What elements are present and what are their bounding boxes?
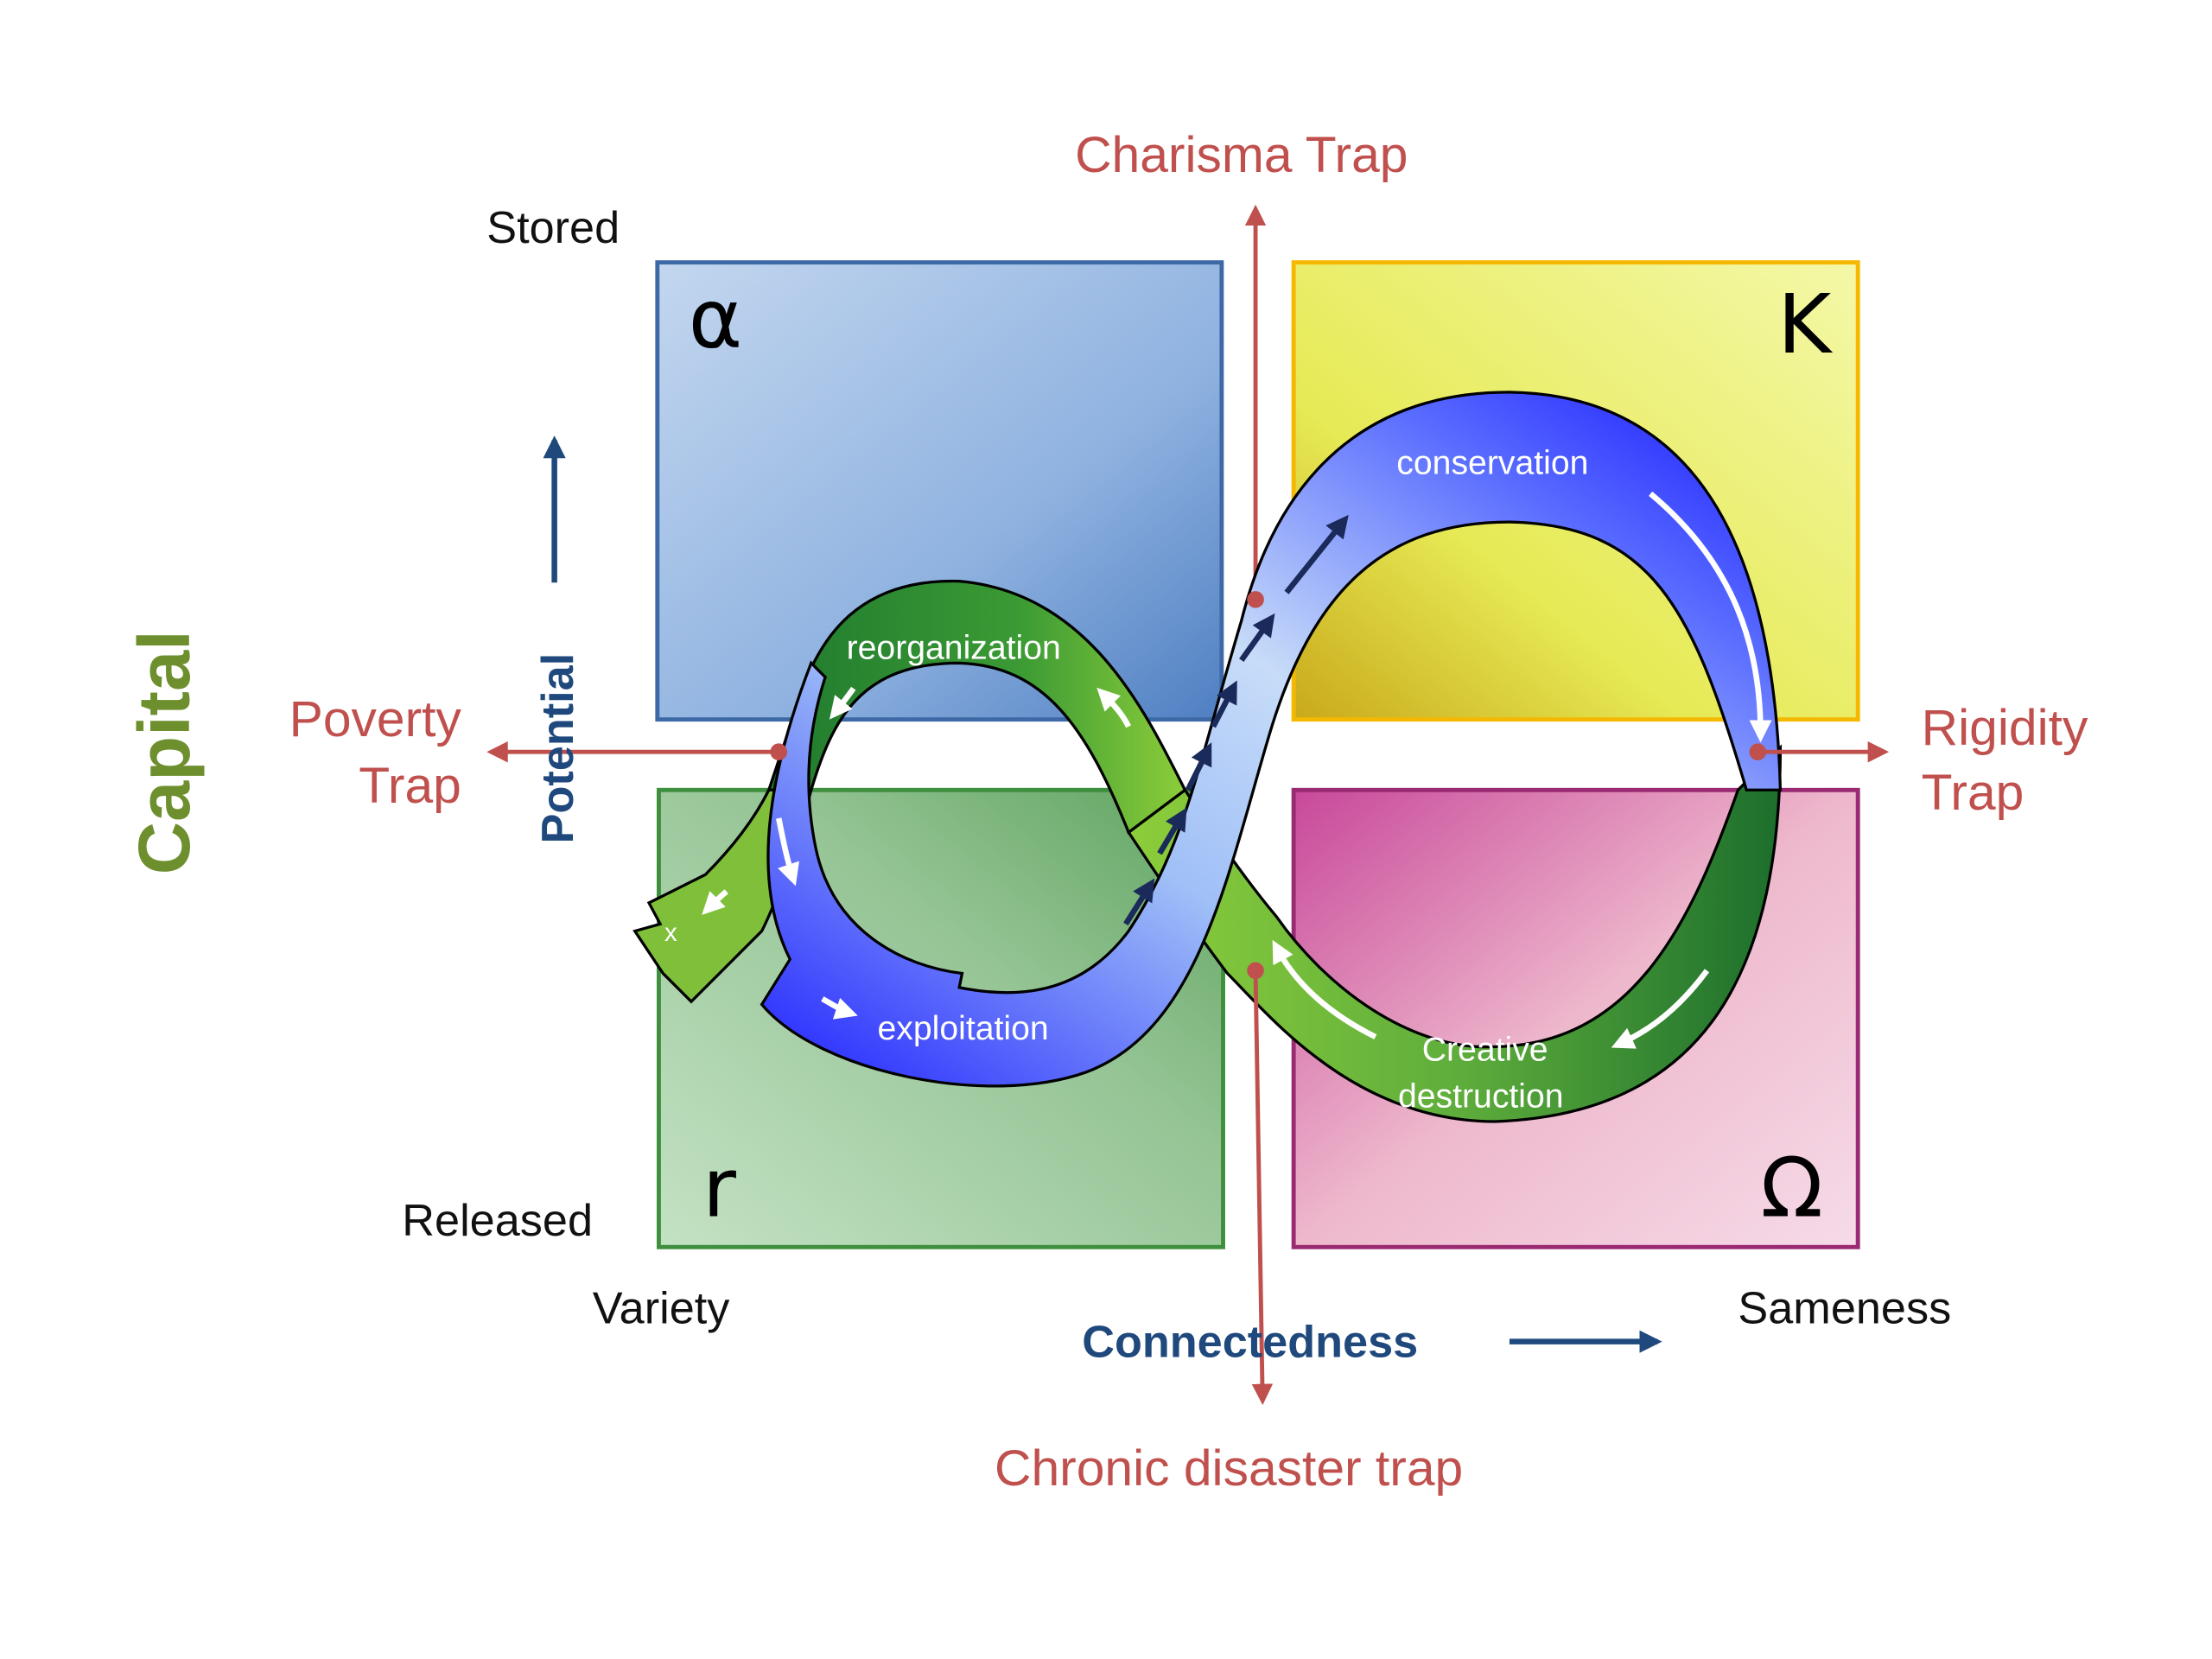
potential-axis-title: Potential [533,653,583,844]
center-flow-arrows [1123,514,1349,926]
label-destruction: destruction [1398,1078,1564,1116]
charisma-trap-dot [1247,591,1264,608]
capital-label: Capital [123,630,205,874]
quadrant-omega-symbol: Ω [1761,1141,1823,1236]
rigidity-trap-dot [1749,743,1767,760]
creative-arrow-left [1272,939,1377,1039]
reorganization-arrow-1 [1096,687,1132,728]
creative-arrow-right [1611,969,1710,1049]
exit-arrow [702,889,728,915]
exploitation-arrow-down [776,817,799,887]
connectedness-axis-title: Connectedness [1082,1318,1418,1368]
exploitation-arrow-right [821,996,858,1020]
chronic-disaster-trap-label: Chronic disaster trap [995,1440,1463,1497]
axis-sameness-label: Sameness [1738,1283,1951,1333]
axis-stored-label: Stored [486,203,620,253]
label-exit-x: x [664,918,677,947]
rigidity-trap-label-2: Trap [1922,765,2024,821]
poverty-trap-label-2: Trap [359,758,461,814]
chronic-trap-arrow [1251,970,1274,1406]
reorganization-arrow-2 [830,686,856,720]
quadrant-alpha-symbol: α [689,272,742,367]
quadrant-k-symbol: K [1777,277,1834,372]
quadrant-r-symbol: r [702,1141,736,1236]
label-exploitation: exploitation [878,1010,1049,1047]
flow-arrows [702,491,1772,1049]
exploitation-conservation-band [760,391,1783,1088]
rigidity-trap-label-1: Rigidity [1922,700,2088,756]
poverty-trap-dot [770,743,788,760]
charisma-trap-label: Charisma Trap [1075,127,1408,183]
chronic-trap-dot [1247,962,1264,980]
axis-released-label: Released [402,1196,593,1246]
label-reorganization: reorganization [847,629,1061,666]
conservation-arrow [1649,491,1772,743]
axis-variety-label: Variety [593,1283,731,1333]
label-creative: Creative [1422,1032,1548,1069]
label-conservation: conservation [1396,445,1588,482]
poverty-trap-label-1: Poverty [289,691,462,747]
